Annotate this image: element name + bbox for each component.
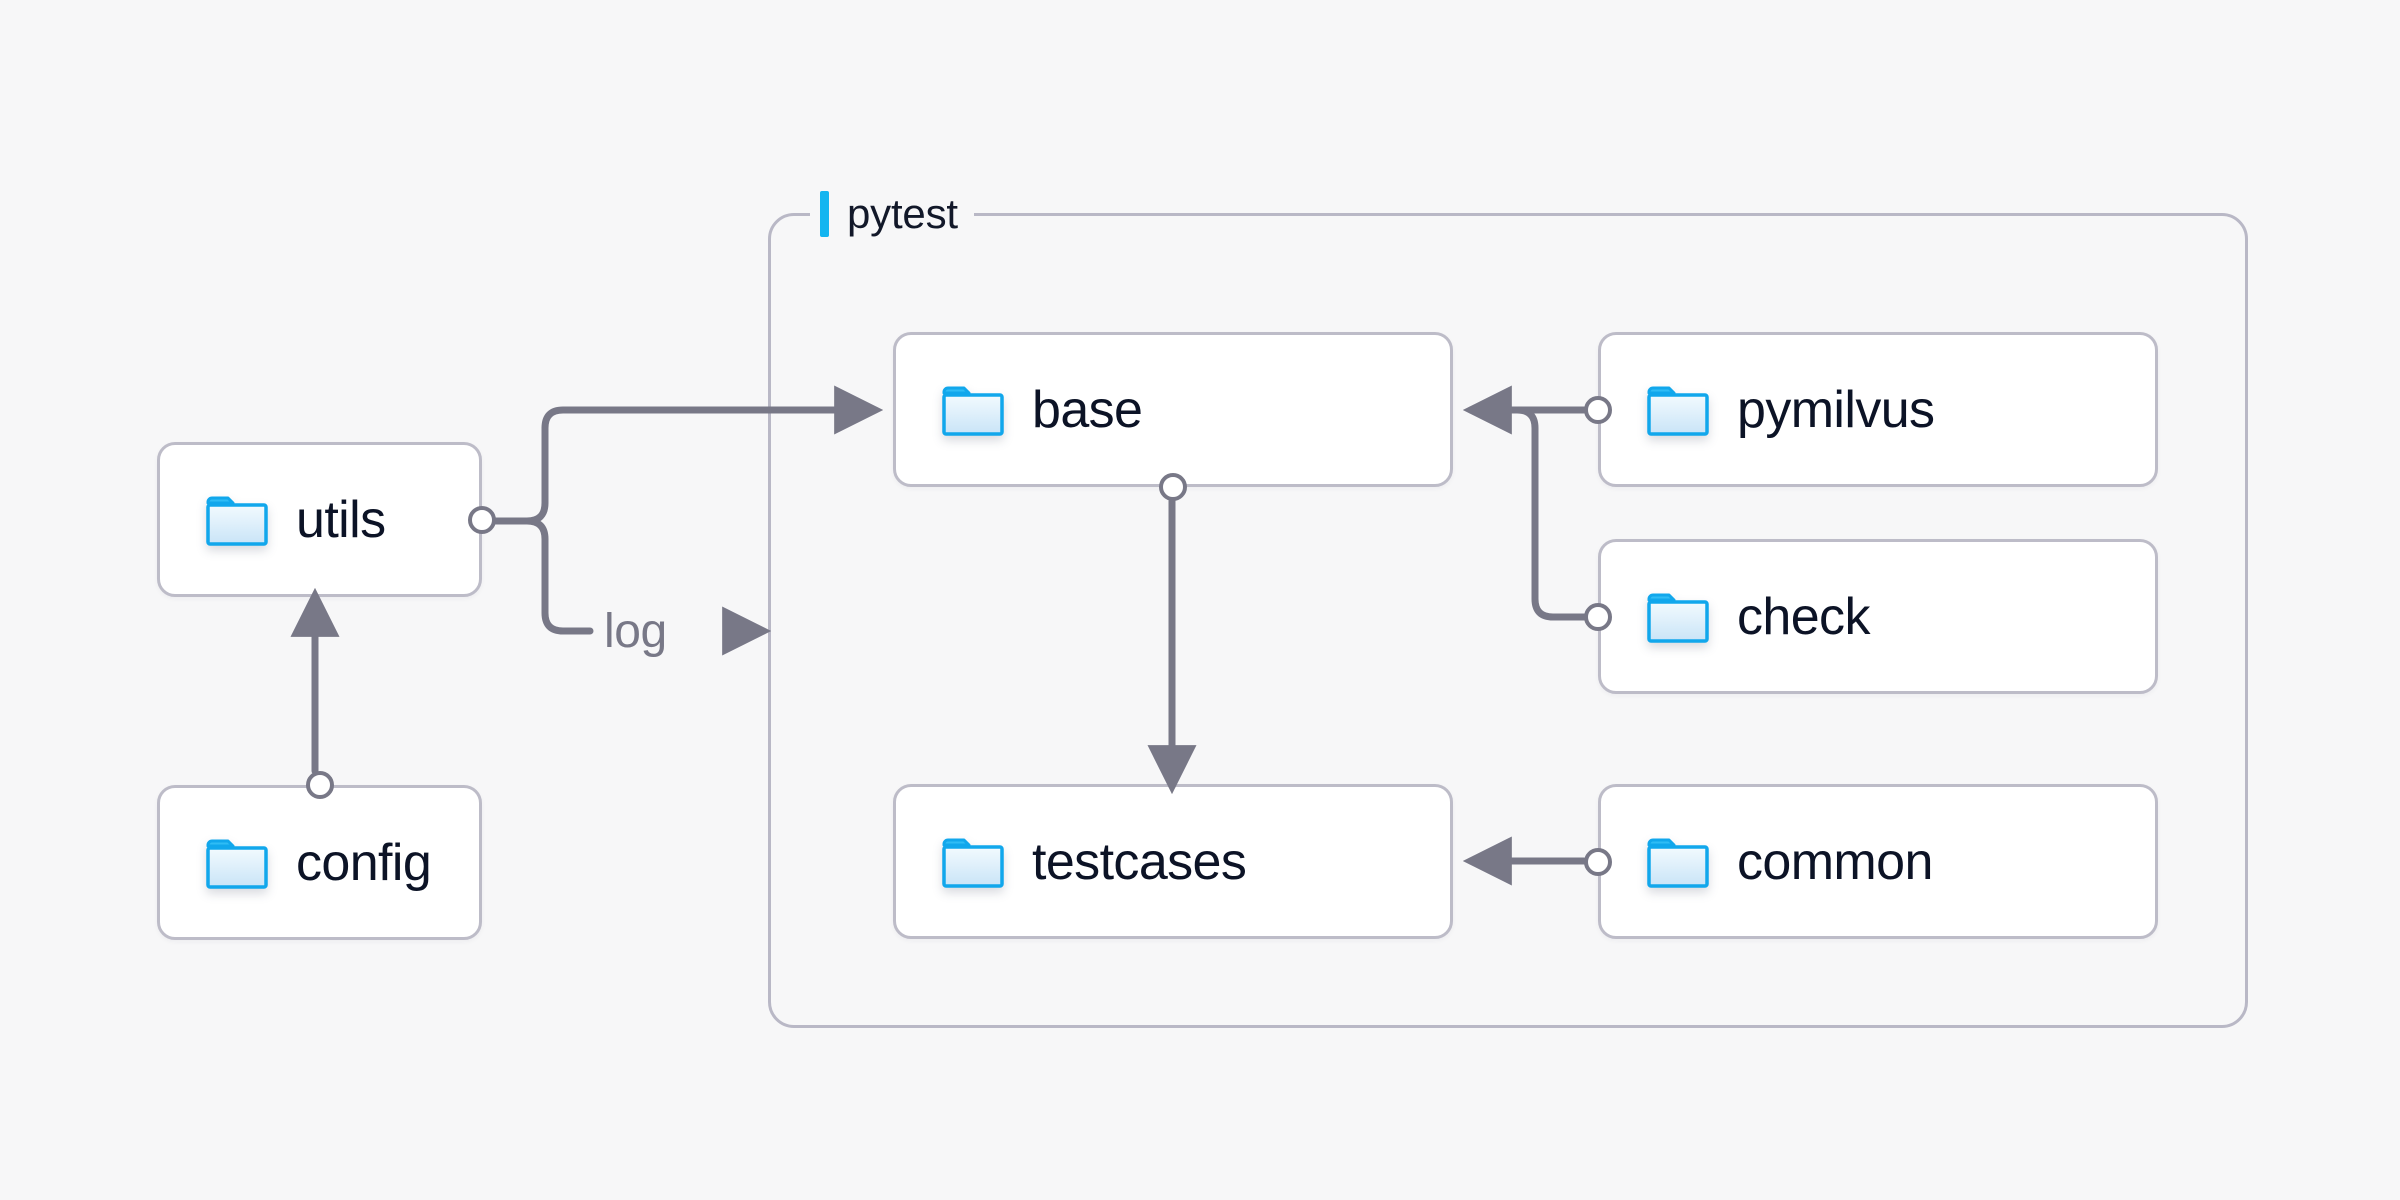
- group-label-pytest: pytest: [810, 186, 974, 242]
- port-check-left[interactable]: [1584, 602, 1612, 631]
- node-check[interactable]: check: [1584, 539, 2158, 694]
- node-base-label: base: [1032, 380, 1143, 439]
- node-config-label: config: [296, 833, 432, 892]
- node-utils-content: utils: [160, 490, 386, 549]
- node-testcases[interactable]: testcases: [893, 784, 1453, 939]
- node-utils-label: utils: [296, 490, 386, 549]
- node-check-content: check: [1601, 589, 1870, 645]
- port-common-left[interactable]: [1584, 847, 1612, 876]
- node-common[interactable]: common: [1584, 784, 2158, 939]
- node-base[interactable]: base: [893, 332, 1453, 501]
- node-testcases-content: testcases: [896, 832, 1247, 891]
- group-label-text: pytest: [847, 190, 958, 237]
- node-config-content: config: [160, 833, 432, 892]
- node-base-content: base: [896, 380, 1143, 439]
- port-utils-right[interactable]: [468, 505, 496, 534]
- node-pymilvus[interactable]: pymilvus: [1584, 332, 2158, 487]
- node-common-content: common: [1601, 834, 1933, 890]
- node-check-label: check: [1737, 587, 1870, 646]
- folder-icon: [206, 839, 268, 889]
- node-common-label: common: [1737, 832, 1933, 891]
- folder-icon: [1647, 838, 1709, 888]
- accent-bar-icon: [820, 191, 829, 237]
- edge-utils-log-stub: [482, 517, 594, 635]
- node-utils[interactable]: utils: [157, 442, 496, 597]
- folder-icon: [942, 386, 1004, 436]
- folder-icon: [1647, 593, 1709, 643]
- node-pymilvus-label: pymilvus: [1737, 380, 1935, 439]
- node-config[interactable]: config: [157, 771, 482, 940]
- folder-icon: [1647, 386, 1709, 436]
- port-pymilvus-left[interactable]: [1584, 395, 1612, 424]
- folder-icon: [942, 838, 1004, 888]
- node-pymilvus-content: pymilvus: [1601, 380, 1935, 439]
- node-testcases-label: testcases: [1032, 832, 1247, 891]
- edge-label-log: log: [604, 605, 667, 658]
- port-base-bottom[interactable]: [1159, 473, 1187, 501]
- port-config-top[interactable]: [305, 771, 334, 799]
- folder-icon: [206, 496, 268, 546]
